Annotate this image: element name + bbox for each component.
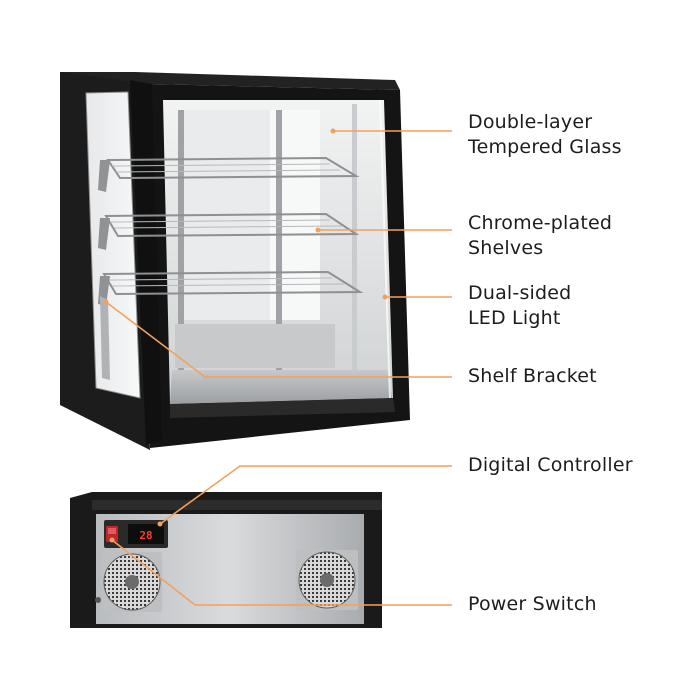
shelf-bracket <box>98 160 110 380</box>
controller-display-value: 28 <box>139 529 152 542</box>
label-led-light: Dual-sided LED Light <box>468 281 571 331</box>
fan-right <box>296 550 358 610</box>
label-digital-controller-text: Digital Controller <box>468 454 633 476</box>
power-switch[interactable] <box>106 526 118 542</box>
label-chrome-shelves-line1: Chrome-plated <box>468 212 613 234</box>
fan-left <box>102 552 162 612</box>
label-tempered-glass: Double-layer Tempered Glass <box>468 110 622 160</box>
callout-lines <box>105 130 452 606</box>
label-power-switch: Power Switch <box>468 592 597 617</box>
chrome-shelf <box>104 212 360 238</box>
label-led-light-line1: Dual-sided <box>468 282 572 304</box>
label-power-switch-text: Power Switch <box>468 593 597 615</box>
label-digital-controller: Digital Controller <box>468 453 633 478</box>
display-cabinet <box>60 72 410 450</box>
chrome-shelf <box>102 270 364 296</box>
label-shelf-bracket-text: Shelf Bracket <box>468 365 597 387</box>
base-unit: 28 <box>70 492 382 628</box>
label-tempered-glass-line1: Double-layer <box>468 111 593 133</box>
label-chrome-shelves-line2: Shelves <box>468 237 544 259</box>
chrome-shelf <box>106 156 360 180</box>
label-shelf-bracket: Shelf Bracket <box>468 364 597 389</box>
label-led-light-line2: LED Light <box>468 307 561 329</box>
callout-dots <box>103 128 388 543</box>
digital-controller[interactable]: 28 <box>128 524 164 544</box>
label-chrome-shelves: Chrome-plated Shelves <box>468 211 612 261</box>
label-tempered-glass-line2: Tempered Glass <box>468 136 622 158</box>
